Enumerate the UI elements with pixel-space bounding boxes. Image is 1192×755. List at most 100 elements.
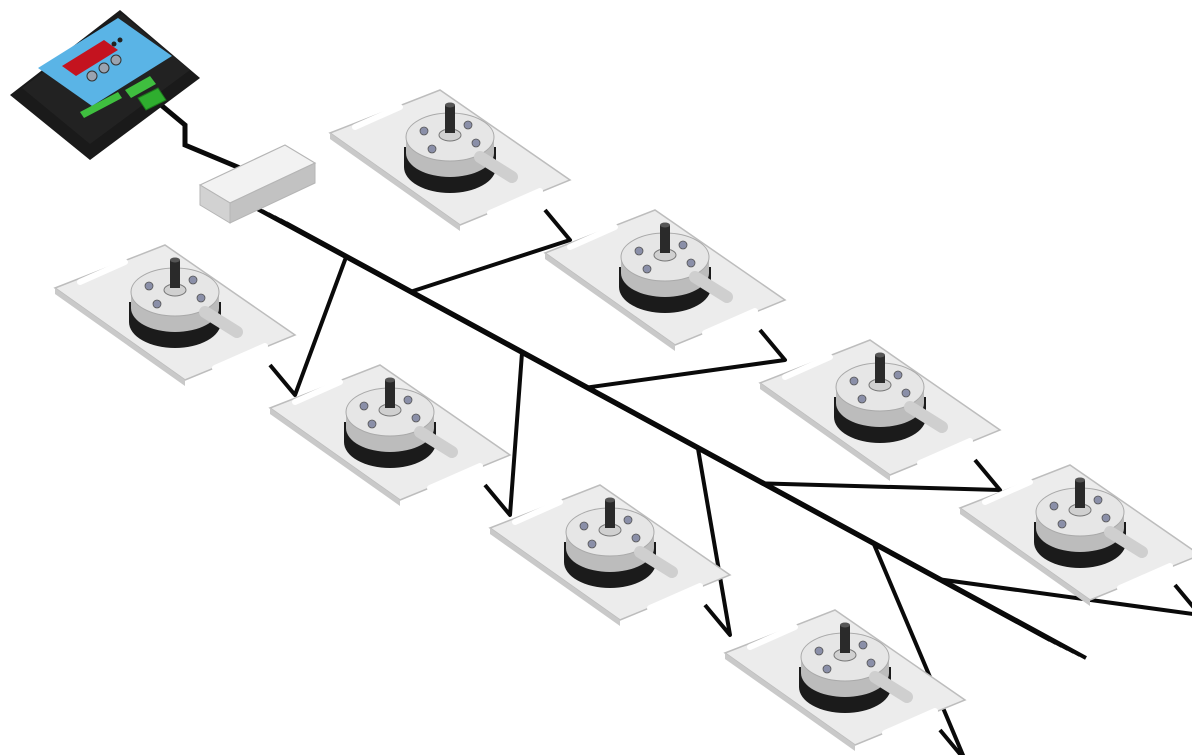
screw-icon xyxy=(623,515,633,525)
stud-bolt xyxy=(875,355,885,383)
plate-slot xyxy=(77,259,128,285)
plate-edge xyxy=(490,528,620,626)
screw-icon xyxy=(814,646,824,656)
terminal-block xyxy=(125,76,156,98)
load-cell xyxy=(328,89,572,231)
screw-icon xyxy=(196,293,206,303)
screw-icon xyxy=(579,521,589,531)
branch-cable xyxy=(483,352,524,517)
plate-slot xyxy=(512,499,563,525)
plate-slot xyxy=(487,188,543,216)
status-led-icon xyxy=(117,37,123,43)
screw-icon xyxy=(866,658,876,668)
cable-connector xyxy=(634,546,678,578)
controller-button[interactable] xyxy=(86,70,98,82)
screw-icon xyxy=(857,394,867,404)
plate-slot xyxy=(212,343,268,371)
plate-edge xyxy=(270,408,400,506)
screw-icon xyxy=(144,281,154,291)
status-led-icon xyxy=(111,41,117,47)
stud-bolt xyxy=(605,500,615,528)
screw-icon xyxy=(427,144,437,154)
plate-edge xyxy=(760,383,890,481)
cable-connector xyxy=(869,671,913,703)
controller-unit xyxy=(10,10,200,160)
screw-icon xyxy=(587,539,597,549)
cable-connector xyxy=(689,271,733,303)
screw-icon xyxy=(901,388,911,398)
stud-top xyxy=(1075,477,1085,483)
stud-top xyxy=(605,497,615,503)
screw-icon xyxy=(152,299,162,309)
screw-icon xyxy=(1057,519,1067,529)
cable-connector xyxy=(414,426,458,458)
load-cell-group xyxy=(53,89,1192,751)
stud-bolt xyxy=(1075,480,1085,508)
branch-cable xyxy=(409,208,572,294)
plate-edge xyxy=(330,133,460,231)
screw-icon xyxy=(849,376,859,386)
stud-bolt xyxy=(385,380,395,408)
screw-icon xyxy=(359,401,369,411)
trunk-cable xyxy=(285,221,1087,660)
controller-panel xyxy=(38,18,172,106)
screw-icon xyxy=(1093,495,1103,505)
screw-icon xyxy=(403,395,413,405)
screw-icon xyxy=(642,264,652,274)
controller-button[interactable] xyxy=(98,62,110,74)
load-cell xyxy=(758,339,1002,481)
branch-cable xyxy=(268,256,348,397)
junction-box xyxy=(198,144,317,224)
cable-bundle xyxy=(152,97,1192,755)
stud-top xyxy=(385,377,395,383)
stud-bolt xyxy=(840,625,850,653)
plate-slot xyxy=(702,308,758,336)
plate-slot xyxy=(647,583,703,611)
load-cell xyxy=(53,244,297,386)
plate-edge xyxy=(55,288,185,386)
plate-slot xyxy=(352,104,403,130)
load-cell xyxy=(958,464,1192,606)
plate-edge xyxy=(960,508,1090,606)
screw-icon xyxy=(686,258,696,268)
plate-slot xyxy=(882,708,938,736)
screw-icon xyxy=(1101,513,1111,523)
junction-front xyxy=(229,162,316,224)
stud-bolt xyxy=(445,105,455,133)
branch-cable xyxy=(937,577,1192,616)
screw-icon xyxy=(893,370,903,380)
branch-cable xyxy=(696,448,732,637)
plate-slot xyxy=(917,438,973,466)
stud-bolt xyxy=(660,225,670,253)
screw-icon xyxy=(1049,501,1059,511)
screw-icon xyxy=(419,126,429,136)
stud-top xyxy=(840,622,850,628)
screw-icon xyxy=(471,138,481,148)
plate-edge xyxy=(725,653,855,751)
screw-icon xyxy=(634,246,644,256)
stud-top xyxy=(875,352,885,358)
screw-icon xyxy=(822,664,832,674)
stud-top xyxy=(445,102,455,108)
branch-cable xyxy=(872,543,966,755)
branch-cable xyxy=(761,458,1002,492)
screw-icon xyxy=(858,640,868,650)
controller-cable xyxy=(152,97,243,171)
plate-slot xyxy=(782,354,833,380)
load-cell xyxy=(268,364,512,506)
screw-icon xyxy=(188,275,198,285)
plate-slot xyxy=(982,479,1033,505)
screw-icon xyxy=(678,240,688,250)
controller-button[interactable] xyxy=(110,54,122,66)
screw-icon xyxy=(463,120,473,130)
terminal-block xyxy=(80,92,122,118)
plate-slot xyxy=(747,624,798,650)
stud-top xyxy=(170,257,180,263)
plate-slot xyxy=(1117,563,1173,591)
load-cell xyxy=(488,484,732,626)
plate-slot xyxy=(567,224,618,250)
plate-slot xyxy=(427,463,483,491)
load-cell xyxy=(543,209,787,351)
load-cell xyxy=(723,609,967,751)
